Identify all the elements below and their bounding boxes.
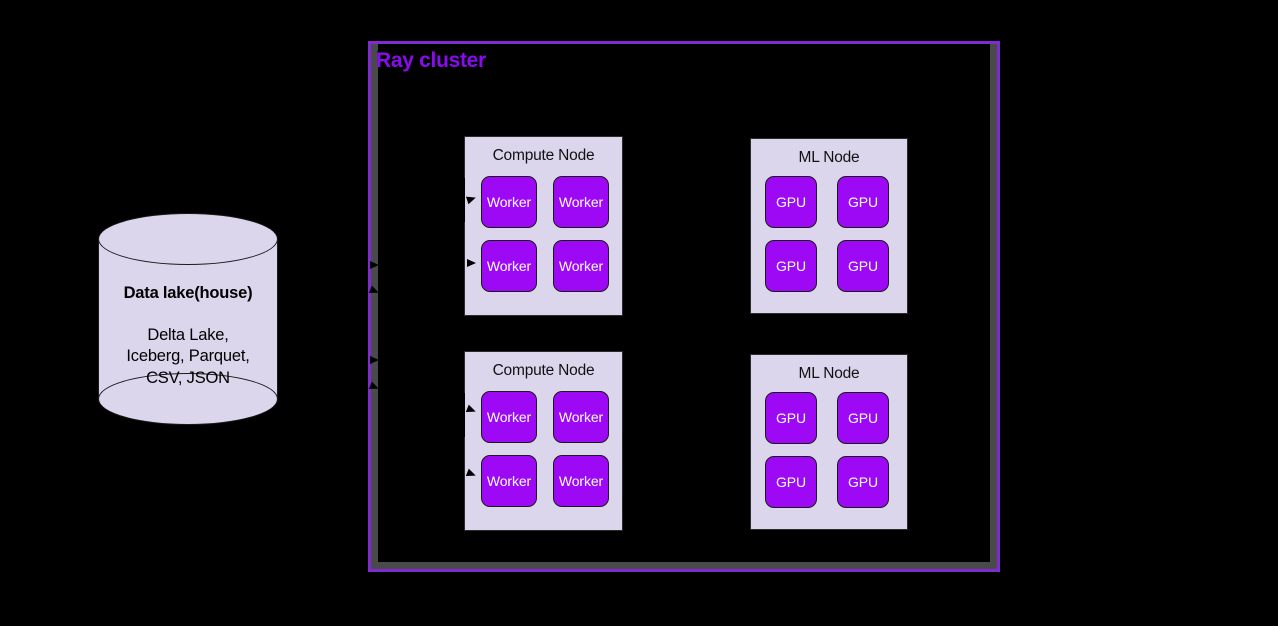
data-lake-title: Data lake(house) <box>123 284 253 302</box>
compute-node-1-worker-1[interactable]: Worker <box>481 176 537 228</box>
ml-node-2-title: ML Node <box>798 365 860 382</box>
compute-node-2[interactable]: Compute Node Worker Worker Worker Worker <box>464 351 623 531</box>
compute-node-2-worker-3[interactable]: Worker <box>481 455 537 507</box>
ml-node-1-gpu-4[interactable]: GPU <box>837 240 889 292</box>
data-lake-label-group: Data lake(house) Delta Lake, Iceberg, Pa… <box>98 285 278 389</box>
compute-node-2-worker-4[interactable]: Worker <box>553 455 609 507</box>
ml-node-1-gpu-2[interactable]: GPU <box>837 176 889 228</box>
data-lake-format-line-1: Delta Lake, <box>147 325 229 344</box>
ml-node-2-gpu-2[interactable]: GPU <box>837 392 889 444</box>
compute-node-1-worker-2[interactable]: Worker <box>553 176 609 228</box>
data-lake-format-line-3: CSV, JSON <box>146 368 230 387</box>
cluster-inbound-arrow-1 <box>370 261 379 269</box>
cluster-inbound-arrow-3 <box>370 356 379 364</box>
compute-node-1-connector-line-1 <box>463 178 465 222</box>
compute-node-2-worker-2[interactable]: Worker <box>553 391 609 443</box>
compute-node-2-title: Compute Node <box>492 362 595 379</box>
ml-node-1-gpu-1[interactable]: GPU <box>765 176 817 228</box>
ml-node-1-title: ML Node <box>798 149 860 166</box>
data-lake-format-line-2: Iceberg, Parquet, <box>126 347 250 365</box>
cylinder-bottom-ellipse <box>98 373 278 425</box>
cylinder-top-ellipse <box>98 213 278 265</box>
compute-node-2-worker-1[interactable]: Worker <box>481 391 537 443</box>
ml-node-1-gpu-3[interactable]: GPU <box>765 240 817 292</box>
ml-node-2-gpu-4[interactable]: GPU <box>837 456 889 508</box>
compute-node-2-connector-line-1 <box>463 393 465 437</box>
compute-node-1-worker-4[interactable]: Worker <box>553 240 609 292</box>
ml-node-2-gpu-3[interactable]: GPU <box>765 456 817 508</box>
ml-node-2-gpu-1[interactable]: GPU <box>765 392 817 444</box>
ml-node-2-inbound-arrow <box>740 437 749 445</box>
ray-cluster-title: Ray cluster <box>376 49 486 72</box>
ml-node-2[interactable]: ML Node GPU GPU GPU GPU <box>750 354 908 530</box>
compute-node-1-worker-3[interactable]: Worker <box>481 240 537 292</box>
ml-node-1-inbound-arrow <box>740 243 749 251</box>
compute-node-1-title: Compute Node <box>492 147 595 164</box>
compute-node-1[interactable]: Compute Node Worker Worker Worker Worker <box>464 136 623 316</box>
compute-node-1-worker-arrow-2 <box>467 259 476 267</box>
data-lake-cylinder: Data lake(house) Delta Lake, Iceberg, Pa… <box>98 213 278 425</box>
ml-node-1[interactable]: ML Node GPU GPU GPU GPU <box>750 138 908 314</box>
